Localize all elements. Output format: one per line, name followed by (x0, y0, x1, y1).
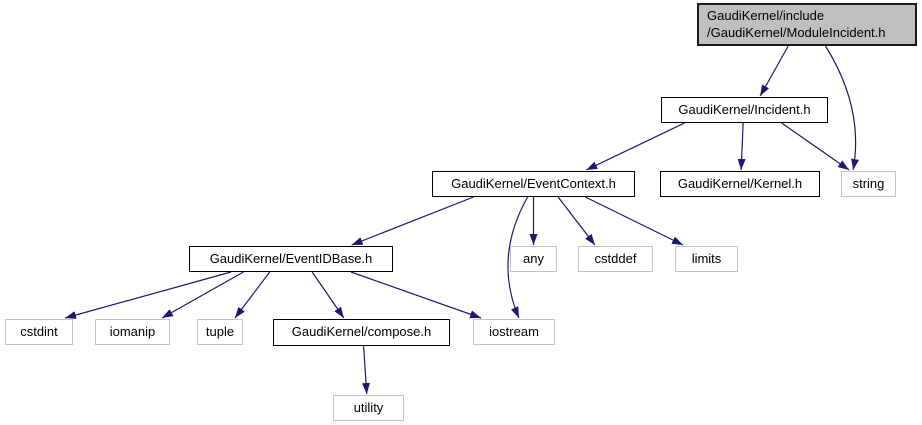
node-any: any (510, 246, 557, 272)
node-tuple: tuple (197, 319, 243, 345)
node-label: limits (691, 250, 722, 266)
node-gaudikernel-kernel-h[interactable]: GaudiKernel/Kernel.h (660, 171, 820, 197)
node-label: string (852, 175, 885, 191)
node-label: GaudiKernel/Incident.h (678, 101, 811, 117)
node-label: GaudiKernel/compose.h (291, 324, 432, 340)
node-label: GaudiKernel/EventIDBase.h (209, 250, 373, 266)
node-iostream: iostream (473, 319, 555, 345)
node-gaudikernel-moduleincident-h: GaudiKernel/include /GaudiKernel/ModuleI… (697, 3, 917, 46)
node-label: GaudiKernel/EventContext.h (451, 175, 616, 191)
node-label: any (523, 250, 544, 266)
node-label: iostream (489, 323, 539, 339)
node-label: cstdint (20, 323, 58, 339)
node-string: string (841, 171, 896, 197)
node-gaudikernel-eventcontext-h[interactable]: GaudiKernel/EventContext.h (432, 171, 635, 197)
node-label: GaudiKernel/Kernel.h (677, 175, 803, 191)
node-label: utility (353, 399, 384, 415)
node-gaudikernel-incident-h[interactable]: GaudiKernel/Incident.h (661, 97, 828, 123)
node-cstddef: cstddef (578, 246, 653, 272)
node-label: cstddef (594, 250, 637, 266)
node-gaudikernel-compose-h[interactable]: GaudiKernel/compose.h (273, 319, 450, 346)
node-utility: utility (333, 395, 404, 421)
node-label-line2: /GaudiKernel/ModuleIncident.h (707, 24, 886, 40)
node-label: iomanip (109, 323, 156, 339)
node-limits: limits (675, 246, 738, 272)
node-iomanip: iomanip (95, 319, 170, 345)
node-label-line1: GaudiKernel/include (707, 8, 825, 24)
node-cstdint: cstdint (5, 319, 73, 345)
node-label: tuple (205, 323, 235, 339)
node-gaudikernel-eventidbase-h[interactable]: GaudiKernel/EventIDBase.h (189, 246, 393, 272)
